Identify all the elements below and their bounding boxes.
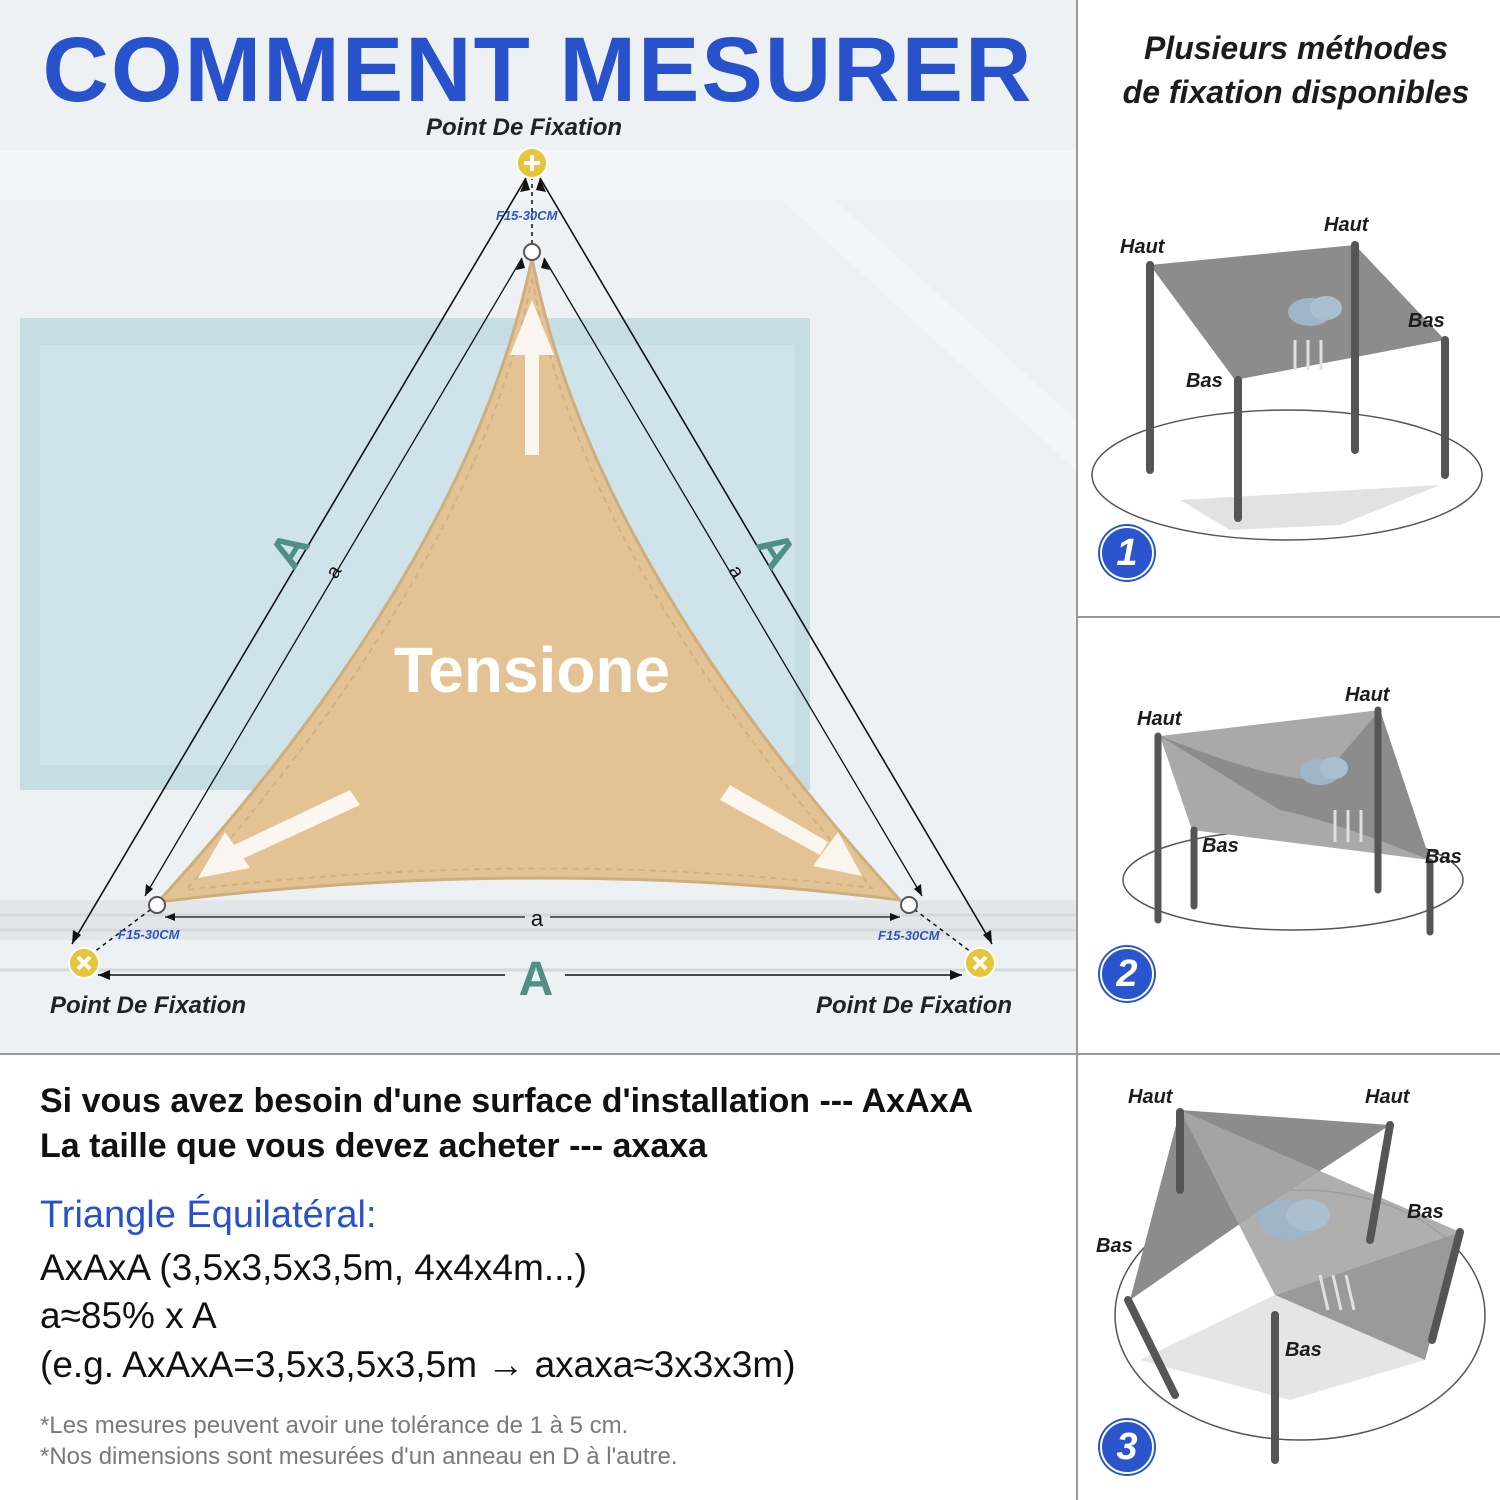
equilateral-triangle-heading: Triangle Équilatéral: xyxy=(40,1194,377,1236)
background-railing-bars xyxy=(0,913,1076,972)
purchase-size-line: La taille que vous devez acheter --- axa… xyxy=(40,1127,708,1165)
fixation-point-top xyxy=(516,147,548,179)
ratio-line: a≈85% x A xyxy=(40,1295,217,1336)
fixation-methods-title: Plusieurs méthodes de fixation disponibl… xyxy=(1096,26,1496,114)
method-2-bas-right: Bas xyxy=(1425,846,1462,868)
measurement-diagram: A A A a a a Tensione xyxy=(0,0,1076,1054)
tension-arrows xyxy=(198,300,862,878)
gap-label-right: F15-30CM xyxy=(878,928,940,943)
outer-bottom-side-label: A xyxy=(519,953,554,1006)
method-3-haut-left: Haut xyxy=(1128,1086,1173,1108)
inner-triangle-lines xyxy=(144,257,923,918)
method-3-bas-right: Bas xyxy=(1407,1201,1444,1223)
method-3-bas-left: Bas xyxy=(1096,1235,1133,1257)
tolerance-note: *Les mesures peuvent avoir une tolérance… xyxy=(40,1412,629,1439)
right-panel-divider xyxy=(1078,616,1500,618)
fixation-methods-title-line1: Plusieurs méthodes xyxy=(1143,30,1449,66)
gap-label-top: F15-30CM xyxy=(496,208,558,223)
method-1-haut-left: Haut xyxy=(1120,236,1165,258)
fixation-point-right xyxy=(964,947,996,979)
method-3-drawing xyxy=(1114,1108,1486,1464)
method-2-illustration: Haut Haut Bas Bas 2 xyxy=(1080,670,1500,1050)
dimension-arrowheads xyxy=(72,178,992,980)
method-1-bas-left: Bas xyxy=(1186,370,1223,392)
horizontal-divider xyxy=(0,1053,1500,1055)
method-2-haut-right: Haut xyxy=(1345,684,1390,706)
d-rings xyxy=(148,243,918,914)
gap-lines xyxy=(89,176,976,956)
method-3-bas-bottom: Bas xyxy=(1285,1339,1322,1361)
background-stair xyxy=(760,150,1076,470)
storm-cloud-icon xyxy=(1258,1199,1356,1311)
equilateral-sizes-line: AxAxA (3,5x3,5x3,5m, 4x4x4m...) xyxy=(40,1247,587,1288)
method-1-illustration: Haut Haut Bas Bas 1 xyxy=(1080,200,1500,610)
fixation-label-left: Point De Fixation xyxy=(50,992,247,1019)
method-1-bas-right: Bas xyxy=(1408,310,1445,332)
storm-cloud-icon xyxy=(1300,757,1363,842)
method-1-haut-right: Haut xyxy=(1324,214,1369,236)
measurement-diagram-panel: A A A a a a Tensione COMMENT MESURER Poi… xyxy=(0,0,1076,1054)
measurement-note: *Nos dimensions sont mesurées d'un annea… xyxy=(40,1443,678,1470)
method-3-illustration: Haut Haut Bas Bas Bas 3 xyxy=(1080,1070,1500,1495)
method-2-haut-left: Haut xyxy=(1137,708,1182,730)
sail-stitching xyxy=(183,277,875,892)
gap-label-left: F15-30CM xyxy=(118,927,180,942)
method-1-number-badge: 1 xyxy=(1100,526,1154,580)
method-3-haut-right: Haut xyxy=(1365,1086,1410,1108)
method-2-drawing xyxy=(1122,706,1464,936)
example-line: (e.g. AxAxA=3,5x3,5x3,5m → axaxa≈3x3x3m) xyxy=(40,1344,796,1385)
fixation-methods-title-line2: de fixation disponibles xyxy=(1122,74,1470,110)
method-3-number-badge: 3 xyxy=(1100,1420,1154,1474)
method-1-drawing xyxy=(1091,241,1483,541)
installation-area-line: Si vous avez besoin d'une surface d'inst… xyxy=(40,1082,974,1120)
storm-cloud-icon xyxy=(1288,296,1342,370)
page-title: COMMENT MESURER xyxy=(42,19,1034,121)
fixation-label-top: Point De Fixation xyxy=(426,114,623,141)
fixation-point-left xyxy=(68,947,100,979)
tension-label: Tensione xyxy=(394,634,670,706)
sail-triangle xyxy=(154,257,904,904)
vertical-divider xyxy=(1076,0,1078,1500)
fixation-label-right: Point De Fixation xyxy=(816,992,1013,1019)
method-2-number-badge: 2 xyxy=(1100,947,1154,1001)
background-railing-lower xyxy=(0,900,1076,940)
method-2-bas-left: Bas xyxy=(1202,835,1239,857)
inner-bottom-side-label: a xyxy=(531,906,544,931)
outer-triangle-lines xyxy=(71,177,993,976)
